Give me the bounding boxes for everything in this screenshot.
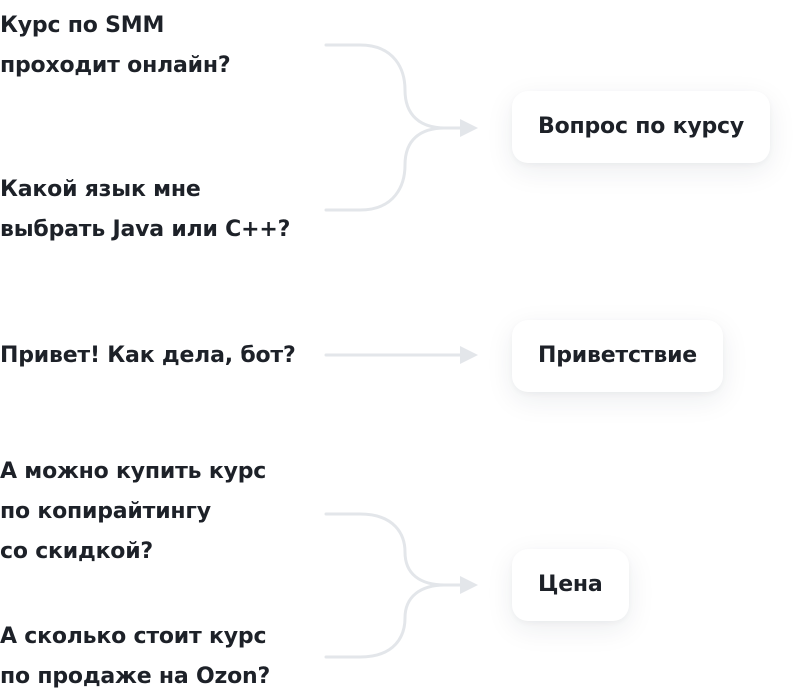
question-line: А можно купить курс — [0, 459, 267, 484]
question-line: выбрать Java или C++? — [0, 217, 291, 242]
connector-curve — [324, 512, 447, 587]
question-line: Курс по SMM — [0, 13, 165, 38]
example-question: Привет! Как дела, бот? — [0, 336, 296, 376]
example-question: А можно купить курс по копирайтингу со с… — [0, 452, 266, 572]
question-line: по копирайтингу — [0, 499, 211, 524]
arrowhead-icon — [460, 119, 478, 137]
category-card-price: Цена — [512, 549, 629, 621]
question-line: по продаже на Ozon? — [0, 664, 271, 689]
question-line: Какой язык мне — [0, 177, 201, 202]
category-card-course-question: Вопрос по курсу — [512, 91, 771, 163]
connector-group-price — [324, 512, 478, 659]
example-question: А сколько стоит курс по продаже на Ozon? — [0, 617, 270, 697]
question-line: со скидкой? — [0, 539, 153, 564]
connector-group-greeting — [324, 346, 478, 364]
example-question: Какой язык мне выбрать Java или C++? — [0, 170, 290, 250]
connector-group-question — [324, 43, 478, 212]
example-question: Курс по SMM проходит онлайн? — [0, 6, 231, 86]
category-card-greeting: Приветствие — [512, 320, 724, 392]
question-line: Привет! Как дела, бот? — [0, 343, 296, 368]
connector-curve — [324, 583, 447, 659]
question-line: А сколько стоит курс — [0, 624, 267, 649]
question-line: проходит онлайн? — [0, 53, 231, 78]
connector-curve — [324, 43, 447, 130]
arrowhead-icon — [460, 576, 478, 594]
arrowhead-icon — [460, 346, 478, 364]
connector-curve — [324, 126, 447, 212]
